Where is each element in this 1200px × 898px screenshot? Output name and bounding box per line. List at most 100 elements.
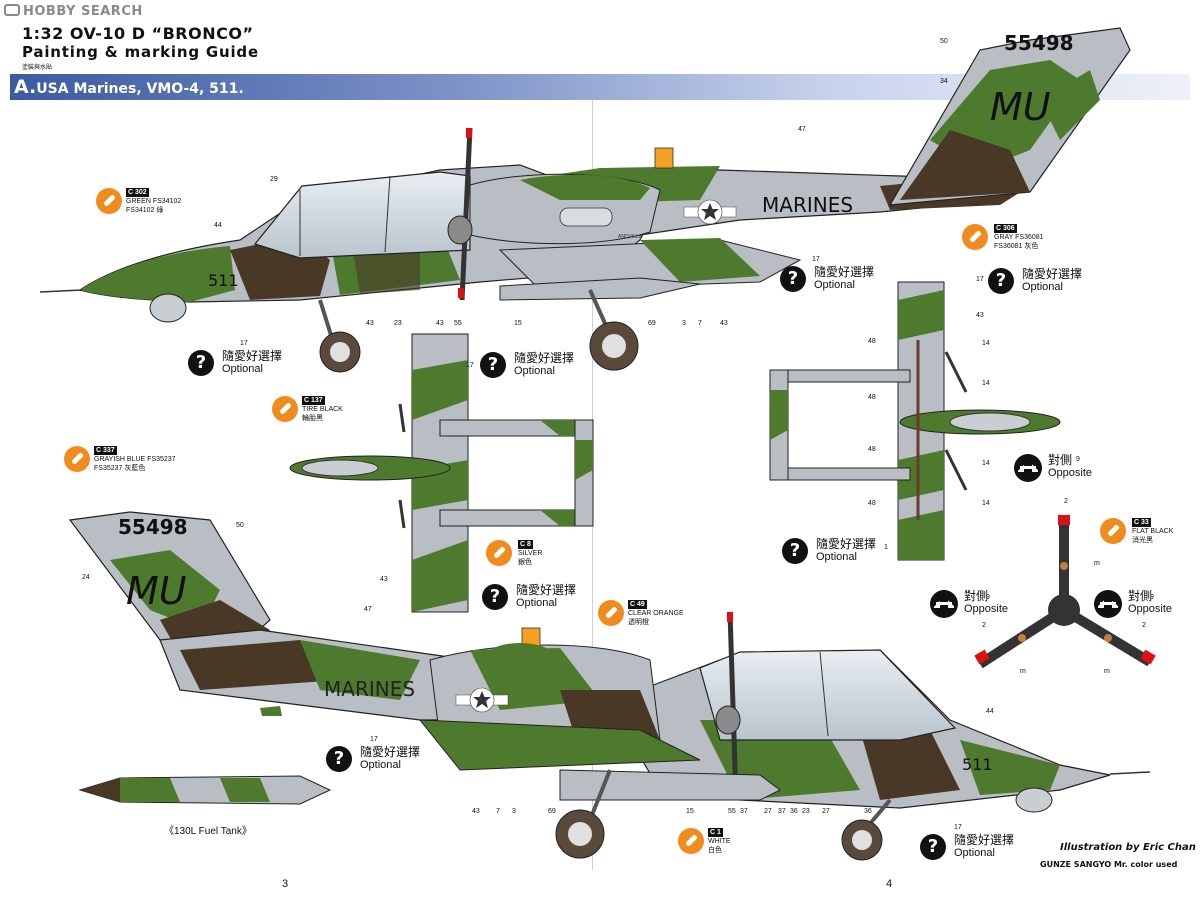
silver-label: SILVER [518,550,543,557]
paintbrush-icon [486,540,512,566]
number-label: 17 [976,276,984,283]
optional-cn: 隨愛好選擇 [360,745,421,759]
green-label-cn: FS34102 綠 [126,207,164,214]
page-number-left: 3 [282,878,289,890]
callout-green: C 302 GREEN FS34102 FS34102 綠 [126,188,181,215]
number-label: 43 [472,808,480,815]
callout-tire: C 137 TIRE BLACK 輪胎黑 [302,396,343,423]
number-label: 9 [1076,456,1080,463]
clear-orange-label-cn: 透明橙 [628,619,649,626]
number-label: 17 [370,736,378,743]
optional-cn: 隨愛好選擇 [1022,267,1083,281]
opposite-arrow-icon [1014,454,1042,482]
paintbrush-icon [1100,518,1126,544]
tire-code-badge: C 137 [302,396,325,405]
question-icon: ? [782,538,808,564]
paintbrush-icon [272,396,298,422]
question-icon: ? [988,268,1014,294]
number-label: 17 [812,256,820,263]
white-label-cn: 白色 [708,847,722,854]
callout-flat-black: C 33 FLAT BLACK 消光黑 [1132,518,1173,545]
number-label: 14 [982,380,990,387]
optional-en: Optional [816,551,857,563]
clear-orange-code-badge: C 49 [628,600,647,609]
page-number-right: 4 [886,878,893,890]
scheme-title: USA Marines, VMO-4, 511. [36,81,244,97]
opposite-arrow-icon [1094,590,1122,618]
number-label: 15 [514,320,522,327]
callout-gray: C 306 GRAY FS36081 FS36081 灰色 [994,224,1044,251]
opposite-en: Opposite [964,603,1009,615]
paintbrush-icon [598,600,624,626]
color-credit: GUNZE SANGYO Mr. color used [1040,860,1178,869]
number-label: 17 [954,824,962,831]
top-camo-green-nose [80,246,235,302]
fuel-tank-label: 《130L Fuel Tank》 [164,826,252,837]
top-propeller [459,127,473,301]
callout-silver: C 8 SILVER 銀色 [518,540,542,567]
callout-white: C 1 WHITE 白色 [708,828,731,855]
tire-label-cn: 輪胎黑 [302,415,323,422]
number-label: 36 [864,808,872,815]
bottom-marines-text: MARINES [324,677,415,701]
optional-en: Optional [514,365,555,377]
optional-en: Optional [954,847,995,859]
opposite-arrow-icon [930,590,958,618]
bottom-serial-number: 55498 [118,515,188,539]
bottom-star-insignia [455,687,509,713]
number-label: 3 [512,808,516,815]
grayish-blue-code-badge: C 337 [94,446,117,455]
question-icon: ? [780,266,806,292]
number-label: 2 [1142,622,1146,629]
number-label: m [1020,668,1026,675]
number-label: 43 [366,320,374,327]
number-label: 14 [982,500,990,507]
number-label: 44 [214,222,222,229]
callout-clear-orange: C 49 CLEAR ORANGE 透明橙 [628,600,684,627]
white-label: WHITE [708,838,731,845]
top-tail-code: MU [990,85,1051,129]
optional-en: Optional [360,759,401,771]
number-label: 29 [270,176,278,183]
propeller-diagram [974,515,1156,669]
top-small-badge: ANDVILLA [618,234,643,240]
opposite-en: Opposite [1128,603,1173,615]
number-label: 17 [240,340,248,347]
number-label: 43 [976,312,984,319]
number-label: 37 [778,808,786,815]
number-label: 50 [236,522,244,529]
top-beacon [654,147,674,169]
tire-label: TIRE BLACK [302,406,343,413]
grayish-blue-label: GRAYISH BLUE FS35237 [94,456,176,463]
question-icon: ? [482,584,508,610]
number-label: f [486,594,488,601]
green-label: GREEN FS34102 [126,198,182,205]
title-subtitle: 塗裝與水貼 [22,65,53,71]
number-label: m [1104,668,1110,675]
question-icon: ? [480,352,506,378]
number-label: 43 [720,320,728,327]
number-label: 2 [1064,498,1068,505]
number-label: 1 [884,544,888,551]
number-label: 47 [798,126,806,133]
title-scale-model: 1:32 OV-10 D “BRONCO” [22,24,254,43]
opposite-cn: 對側 [1048,453,1073,467]
number-label: 48 [868,338,876,345]
optional-cn: 隨愛好選擇 [514,351,575,365]
bottom-profile-group [68,511,1151,861]
green-code-badge: C 302 [126,188,149,197]
plan-view-lower [769,281,1061,561]
number-label: 34 [940,78,948,85]
optional-cn: 隨愛好選擇 [816,537,877,551]
bottom-drop-tank [559,769,781,801]
number-label: 9 [986,594,990,601]
silver-label-cn: 銀色 [518,559,532,566]
